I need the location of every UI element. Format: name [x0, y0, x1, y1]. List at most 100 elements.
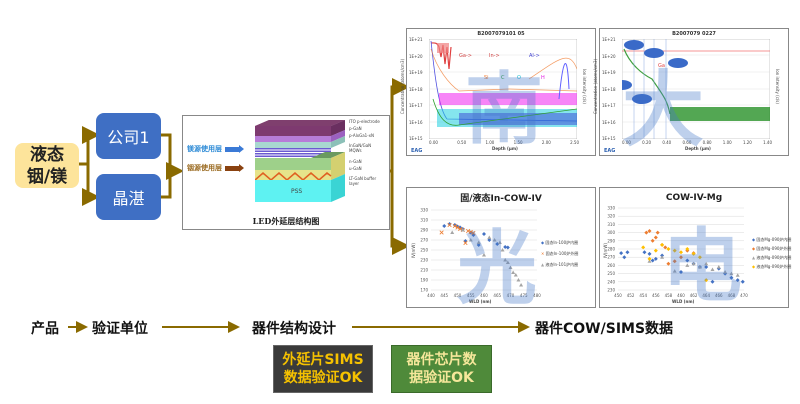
legend-label: 固态In-100炉内圈: [545, 240, 579, 245]
x-tick: 0.60: [682, 140, 692, 145]
data-point: [740, 279, 745, 284]
legend-label: 固态In-100炉外圈: [545, 251, 579, 256]
species-label: C: [501, 75, 505, 81]
data-point: [655, 230, 660, 235]
flow-step-cow-sims: 器件COW/SIMS数据: [535, 321, 674, 337]
callout-bubble: [622, 80, 632, 90]
company-label: 公司1: [107, 128, 150, 147]
x-tick: 1.00: [722, 140, 732, 145]
data-point: [653, 256, 658, 261]
data-point: [495, 242, 500, 246]
data-point: [619, 251, 624, 256]
data-point: [450, 230, 455, 234]
y-tick: 1E+21: [602, 37, 616, 42]
x-tick-label: 465: [493, 293, 501, 298]
x-tick-label: 454: [639, 293, 647, 298]
x-tick-label: 455: [467, 293, 475, 298]
data-point: [660, 255, 665, 259]
x-tick: 0.40: [662, 140, 672, 145]
x-tick-label: 460: [677, 293, 685, 298]
data-point: [679, 250, 683, 255]
y-tick-label: 330: [420, 208, 428, 213]
data-point: [685, 263, 690, 267]
data-point: [466, 228, 471, 234]
species-label: Ga->: [459, 53, 472, 59]
ok-line: 外延片SIMS: [282, 352, 364, 368]
data-point: [439, 230, 444, 235]
data-point: [468, 229, 473, 235]
y-tick: 1E+20: [409, 53, 423, 59]
sims-chart-1: B2007079101 05 Ga-> In-> Al-> Si C O H 1…: [400, 28, 596, 156]
in-layer-label: 铟源使用层: [187, 163, 244, 173]
flow-step-product: 产品: [31, 321, 59, 337]
layer-label: ITO p-electrode: [349, 119, 380, 124]
layer-label: p-AlxGa1-xN: [349, 133, 375, 138]
x-axis-label: WLD (nm): [469, 299, 492, 304]
x-tick-label: 462: [690, 293, 698, 298]
in-layer-text: 铟源使用层: [187, 164, 222, 172]
species-label: H: [541, 75, 545, 81]
legend-label: 固态Mg-090炉外圈: [756, 246, 792, 251]
data-point: [452, 223, 457, 229]
arrow-companies-to-led: [160, 133, 178, 199]
data-point: [492, 238, 497, 242]
ok-line: 据验证OK: [409, 370, 474, 386]
species-label: O: [517, 75, 521, 81]
led-caption: LED外延层结构图: [252, 216, 320, 226]
ok-box-chip-data: 器件芯片数 据验证OK: [391, 345, 492, 393]
y-tick-label: 250: [607, 271, 615, 276]
x-tick: 1.20: [742, 140, 752, 145]
x-tick-label: 480: [533, 293, 541, 298]
x-tick: 2.50: [570, 140, 579, 145]
company-label: 晶湛: [112, 189, 145, 208]
layer-label: InGaN/GaN MQWs: [349, 143, 372, 153]
x-tick-label: 450: [614, 293, 622, 298]
legend-item: ◆ 固态In-100炉内圈: [541, 240, 579, 245]
y-tick-label: 320: [607, 214, 615, 219]
species-label: Si: [484, 75, 489, 81]
data-point: [647, 228, 652, 233]
data-point: [685, 258, 690, 263]
data-point: [650, 258, 655, 263]
x-tick: 0.20: [642, 140, 652, 145]
layer-label: n-GaN: [349, 159, 362, 164]
y-tick-label: 310: [420, 218, 428, 223]
x-tick-label: 456: [652, 293, 660, 298]
legend-item: ▲ 液态In-101炉内圈: [541, 262, 579, 267]
y-tick-label: 210: [420, 268, 428, 273]
data-point: [679, 255, 683, 260]
data-point: [653, 235, 658, 240]
layer-label: p-GaN: [349, 126, 362, 131]
data-point: [447, 222, 452, 228]
data-point: [511, 270, 516, 274]
source-box: 液态铟/镁: [15, 143, 79, 188]
data-point: [505, 245, 510, 250]
in-arrow-icon: [225, 165, 239, 171]
legend: ◆ 固态In-100炉内圈 ✕ 固态In-100炉外圈 ▲ 液态In-101炉内…: [541, 240, 578, 268]
data-point: [641, 245, 646, 250]
in-arrowhead-icon: [239, 164, 244, 172]
data-point: [447, 222, 452, 226]
x-tick: 0.00: [429, 140, 438, 145]
data-point: [666, 261, 671, 266]
company-box-2: 晶湛: [96, 174, 161, 220]
data-point: [519, 283, 524, 287]
x-tick-label: 452: [627, 293, 635, 298]
eag-logo: EAG: [604, 148, 616, 154]
y-tick-label: 260: [607, 263, 615, 268]
x-tick: 0.80: [702, 140, 712, 145]
y-tick-label: 300: [607, 230, 615, 235]
sims1-xticks: 0.00 0.50 1.00 1.50 2.00 2.50: [429, 140, 579, 145]
legend: ◆ 固态Mg-090炉内圈 ◆ 固态Mg-090炉外圈 ▲ 液态Mg-090炉内…: [752, 237, 791, 270]
y-tick-label: 290: [607, 238, 615, 243]
source-box-label: 液态铟/镁: [26, 144, 68, 187]
y-tick: 1E+15: [602, 136, 616, 141]
led-layer-stack: [255, 120, 345, 202]
x-axis-label: WLD (nm): [672, 299, 695, 304]
layer-labels: ITO p-electrode p-GaN p-AlxGa1-xN InGaN/…: [349, 119, 380, 186]
data-point: [729, 271, 734, 276]
y-axis-label: IV(mW): [603, 243, 608, 258]
sims1-yticks: 1E+21 1E+20 1E+19 1E+18 1E+17 1E+16 1E+1…: [409, 37, 429, 141]
